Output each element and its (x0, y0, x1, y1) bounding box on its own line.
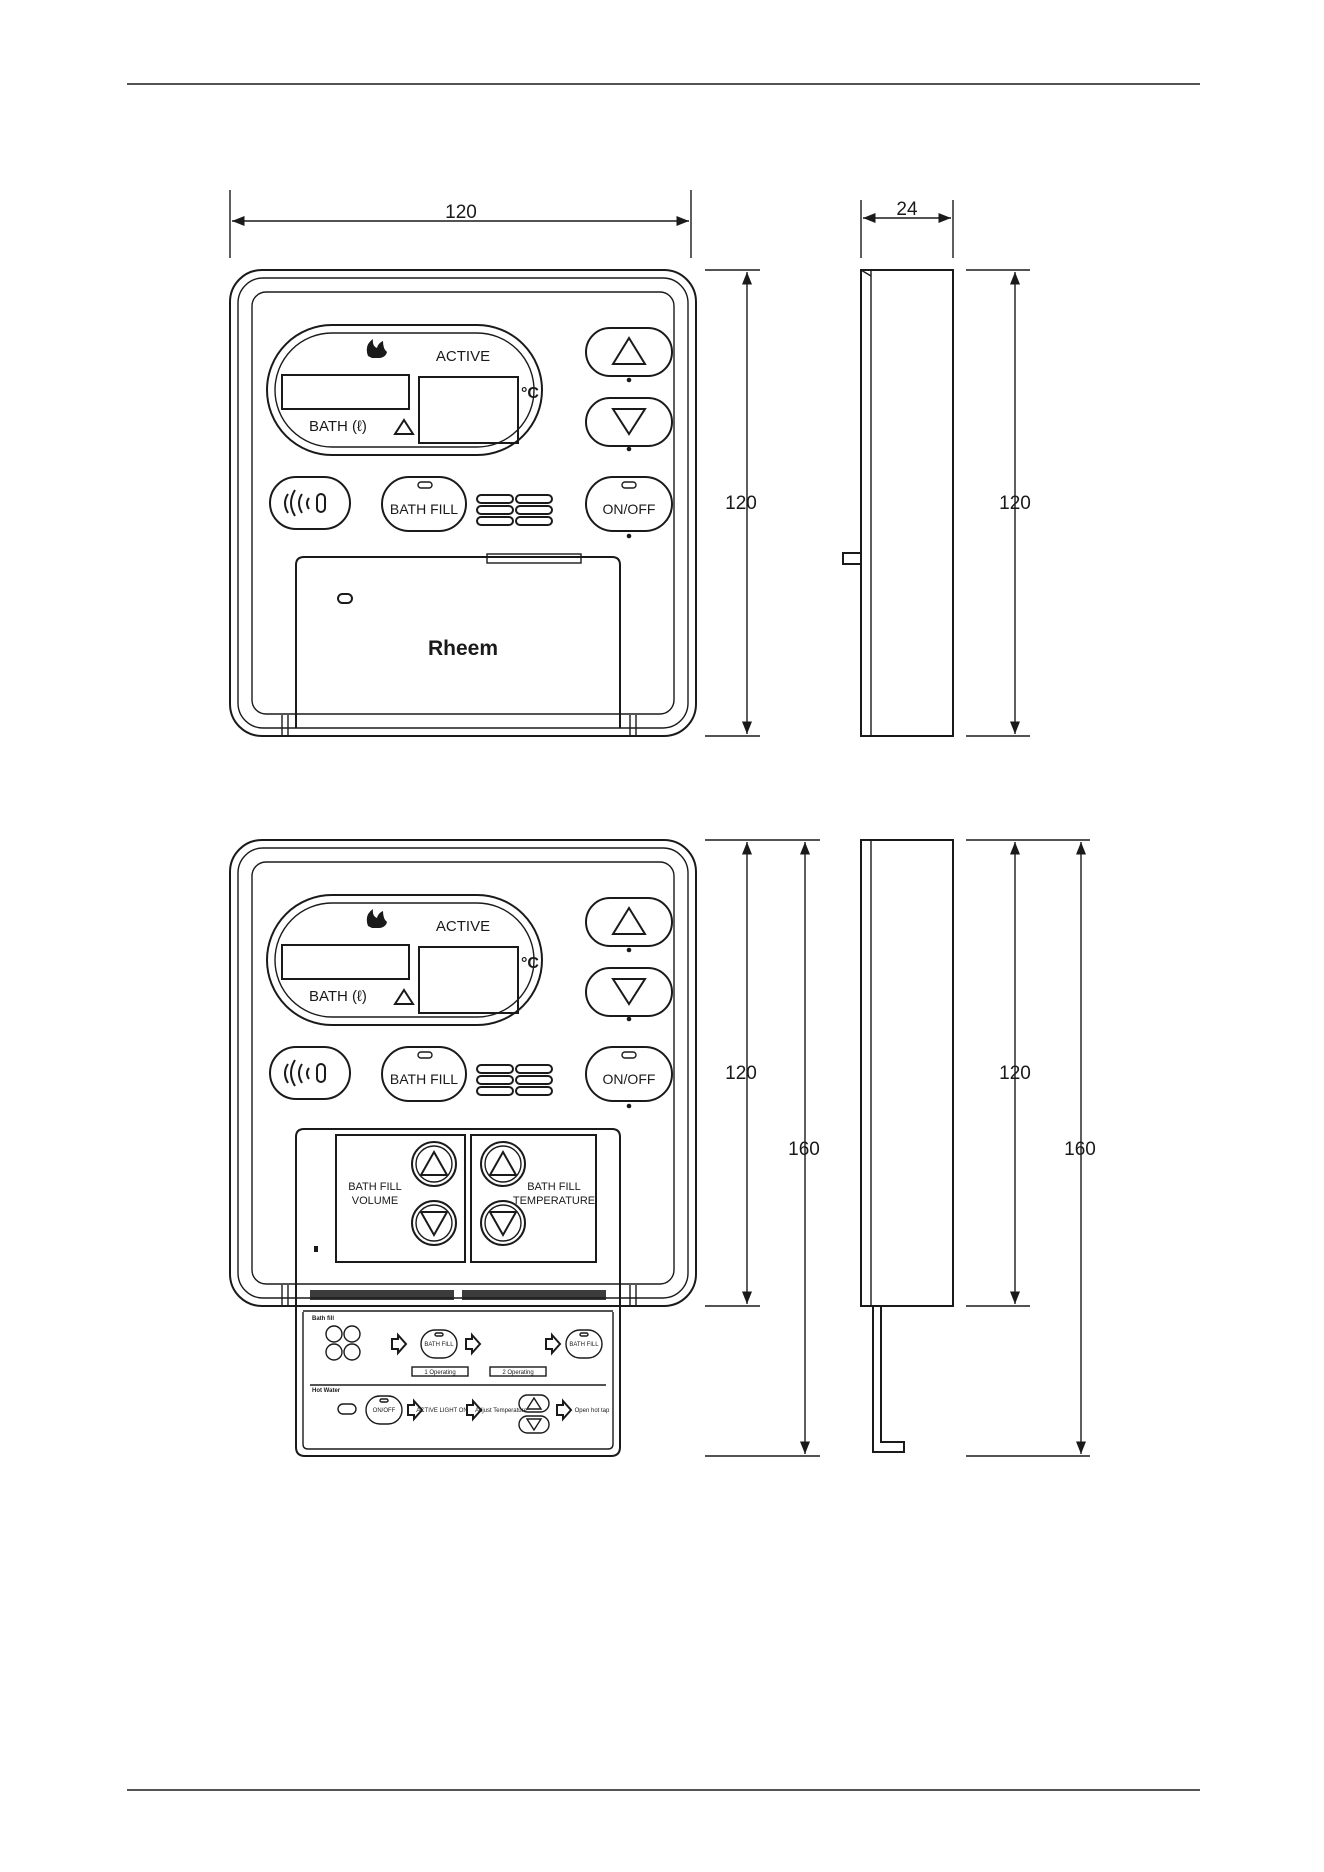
step-two-label: 2 Operating (502, 1370, 533, 1376)
side-extended-dimension-label: 160 (1064, 1139, 1096, 1160)
active-label: ACTIVE (436, 348, 490, 365)
width-dimension-label: 120 (445, 202, 477, 223)
bath-fill-section-title: Bath fill (312, 1316, 334, 1322)
front-height-dimension-label: 120 (725, 493, 757, 514)
open-cover-instructions[interactable]: Bath fill Hot Water BATH FILL 1 Operatin… (296, 1282, 620, 1456)
adjust-step-label: Adjust Temperature (475, 1408, 528, 1414)
temperature-down-button[interactable] (481, 1201, 525, 1245)
side-view-closed: 24 120 (843, 199, 1031, 736)
temperature-up-button[interactable] (481, 1142, 525, 1186)
up-arrow-icon (421, 1152, 447, 1175)
temperature-label-line1: BATH FILL (527, 1181, 581, 1193)
down-arrow-icon (421, 1212, 447, 1235)
bath-volume-label: BATH (ℓ) (309, 418, 367, 435)
mini-bath-fill-label-2: BATH FILL (569, 1342, 599, 1348)
on-off-button[interactable]: ON/OFF (603, 501, 656, 517)
on-off-button[interactable]: ON/OFF (603, 1071, 656, 1087)
brand-logo: Rheem (428, 637, 498, 660)
depth-dimension-label: 24 (896, 199, 918, 220)
triangle-indicator-icon (395, 990, 413, 1004)
front-view-open: ACTIVE BATH (ℓ) °C BATH FILL ON/OFF (230, 840, 820, 1456)
active-label: ACTIVE (436, 918, 490, 935)
active-step-label: ACTIVE LIGHT ON (416, 1408, 468, 1414)
down-arrow-icon (490, 1212, 516, 1235)
volume-down-button[interactable] (412, 1201, 456, 1245)
open-tap-step-label: Open hot tap (575, 1408, 610, 1414)
mini-volume-temp-controls (326, 1326, 360, 1360)
bath-fill-button[interactable]: BATH FILL (390, 501, 458, 517)
side-open-height-dimension-label: 120 (999, 1063, 1031, 1084)
front-view-closed: 120 ACTIVE BATH (ℓ) °C BATH FILL ON/OFF … (230, 190, 760, 736)
side-view-open: 120 160 (861, 840, 1096, 1456)
volume-label-line1: BATH FILL (348, 1181, 402, 1193)
step-arrow-icon (546, 1335, 560, 1353)
mini-on-off-label: ON/OFF (373, 1408, 396, 1414)
front-extended-dimension-label: 160 (788, 1139, 820, 1160)
flame-icon (367, 339, 387, 358)
flame-icon (367, 909, 387, 928)
bath-volume-label: BATH (ℓ) (309, 988, 367, 1005)
side-height-dimension-label: 120 (999, 493, 1031, 514)
up-arrow-icon (490, 1152, 516, 1175)
temp-unit-label: °C (521, 955, 539, 972)
hot-water-section-title: Hot Water (312, 1388, 341, 1394)
volume-label-line2: VOLUME (352, 1195, 398, 1207)
temp-unit-label: °C (521, 385, 539, 402)
bath-fill-button[interactable]: BATH FILL (390, 1071, 458, 1087)
step-one-label: 1 Operating (424, 1370, 455, 1376)
volume-up-button[interactable] (412, 1142, 456, 1186)
temperature-label-line2: TEMPERATURE (513, 1195, 595, 1207)
triangle-indicator-icon (395, 420, 413, 434)
step-arrow-icon (557, 1401, 571, 1419)
mini-bath-fill-label: BATH FILL (424, 1342, 454, 1348)
step-arrow-icon (466, 1335, 480, 1353)
mini-remote-indicator (338, 1404, 356, 1414)
step-arrow-icon (392, 1335, 406, 1353)
front-open-height-dimension-label: 120 (725, 1063, 757, 1084)
